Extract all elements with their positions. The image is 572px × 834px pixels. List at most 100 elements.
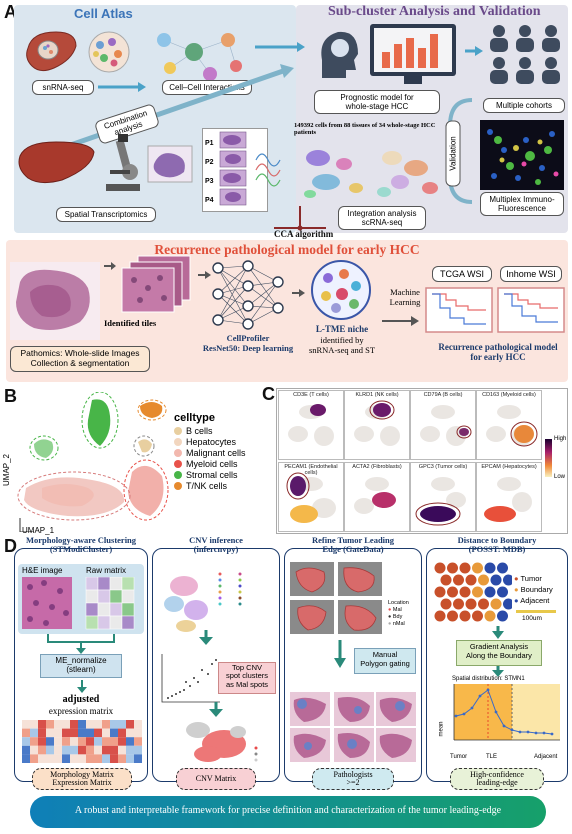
spot (490, 574, 502, 586)
spot (472, 562, 483, 574)
heatmap-cell (38, 737, 46, 746)
panel-letter-d: D (4, 536, 17, 556)
spot (459, 562, 471, 574)
spatial-distribution-label: Spatial distribution: STMN1 (452, 676, 525, 682)
heatmap-cell (30, 737, 38, 746)
col1-bottom-label: Morphology Matrix Expression Matrix (32, 768, 132, 790)
location-legend: Location ● Mal ● Bdy ● nMal (388, 600, 409, 629)
arrow-down-icon (492, 626, 504, 639)
adjacent-axis-label: Adjacent (534, 754, 558, 760)
spot (484, 610, 496, 622)
heatmap-cell (78, 720, 86, 729)
heatmap-cell (94, 728, 102, 738)
spot (503, 598, 512, 610)
immunofluorescence-image (480, 120, 564, 190)
legend-title: celltype (174, 412, 215, 424)
heatmap-cell (134, 754, 142, 763)
cca-algorithm-label: CCA algorithm (274, 229, 334, 239)
legend-label: B cells (186, 426, 213, 436)
heatmap-cell (54, 745, 62, 755)
heatmap-cell (46, 754, 54, 763)
multiple-cohorts-label: Multiple cohorts (483, 98, 565, 113)
heatmap-cell (38, 720, 46, 729)
heatmap-cell (62, 728, 70, 738)
heatmap-cell (110, 737, 118, 746)
marker-title: EPCAM (Hepatocytes) (481, 464, 537, 470)
heatmap-cell (62, 745, 70, 755)
location-legend-title: Location (388, 600, 409, 606)
arrow-down-icon (334, 640, 346, 668)
tcga-wsi-label: TCGA WSI (432, 266, 492, 282)
heatmap-cell (78, 754, 86, 763)
legend-swatch (174, 449, 182, 457)
heatmap-cell (110, 728, 118, 738)
stmn1-gradient-chart (453, 684, 560, 741)
gradient-analysis-box: Gradient Analysis Along the Boundary (456, 640, 542, 666)
col2-title: CNV inference (infercnvpy) (189, 535, 243, 555)
summary-banner (30, 796, 546, 828)
arrow-down-icon (77, 680, 87, 693)
cell-atlas-title: Cell Atlas (74, 6, 133, 21)
heatmap-cell (102, 720, 110, 729)
umap2-label: UMAP_2 (2, 453, 11, 486)
spot (472, 586, 483, 598)
celltype-legend: celltype B cells Hepatocytes Malignant c… (174, 412, 246, 492)
prognostic-model-label: Prognostic model for whole-stage HCC (314, 90, 440, 114)
heatmap-cell (134, 720, 142, 729)
tile-stack-icon (121, 255, 191, 313)
slide-images-icon (219, 131, 281, 206)
heatmap-cell (38, 754, 46, 763)
tle-axis-label: TLE (486, 754, 498, 760)
spot-legend: ● Tumor ● Boundary ● Adjacent (514, 574, 553, 607)
spot (447, 586, 458, 598)
spot (459, 586, 471, 598)
heatmap-cell (78, 728, 86, 738)
spot (497, 586, 508, 598)
subcluster-title: Sub-cluster Analysis and Validation (328, 4, 541, 19)
heatmap-cell (70, 745, 78, 755)
umap1-label: UMAP_1 (22, 526, 55, 535)
expression-colorbar (545, 439, 552, 477)
col3-bottom-label: Pathologists >=2 (312, 768, 394, 790)
patient-label: P4 (205, 197, 214, 204)
heatmap-cell (86, 745, 94, 755)
spot (459, 610, 471, 622)
ltme-title: L-TME niche (315, 324, 369, 334)
spot (484, 562, 496, 574)
heatmap-cell (46, 728, 54, 738)
legend-item: Hepatocytes (174, 437, 246, 447)
heatmap-cell (102, 754, 110, 763)
celltype-umap-plot (17, 392, 169, 532)
spot (453, 598, 464, 610)
identified-tiles-label: Identified tiles (104, 318, 157, 328)
marker-title: CD3E (T cells) (293, 392, 329, 398)
heatmap-cell (126, 728, 134, 738)
heatmap-cell (134, 745, 142, 755)
me-normalize-box: ME_normalize (stlearn) (40, 654, 122, 678)
heatmap-cell (126, 745, 134, 755)
heatmap-cell (30, 745, 38, 755)
heatmap-cell (22, 745, 30, 755)
heatmap-cell (94, 745, 102, 755)
tumor-gating-image (290, 562, 382, 634)
he-and-raw-matrix-image (22, 577, 135, 630)
snrna-seq-label: snRNA-seq (32, 80, 94, 95)
patient-label: P2 (205, 159, 214, 166)
heatmap-cell (22, 728, 30, 738)
heatmap-cell (94, 737, 102, 746)
location-item: ● nMal (388, 621, 405, 628)
spot (478, 574, 489, 586)
legend-label: Stromal cells (186, 470, 238, 480)
heatmap-cell (118, 720, 126, 729)
merge-arrow-icon (47, 634, 115, 654)
heatmap-cell (118, 737, 126, 746)
heatmap-cell (94, 720, 102, 729)
heatmap-cell (110, 720, 118, 729)
he-image-label: H&E image (22, 566, 63, 575)
spot-legend-label: Adjacent (520, 595, 550, 605)
marker-umap-panel: CD79A (B cells) (410, 390, 476, 460)
arrow-icon (104, 262, 116, 270)
legend-label: Hepatocytes (186, 437, 237, 447)
validation-label: Validation (445, 120, 461, 187)
heatmap-cell (118, 754, 126, 763)
